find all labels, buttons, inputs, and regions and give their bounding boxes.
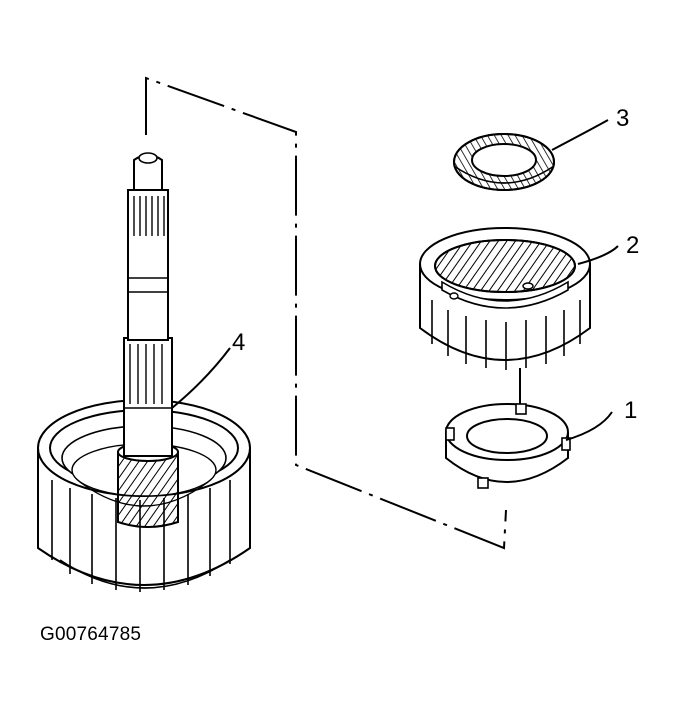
ring-gear-splines	[431, 300, 581, 370]
callout-2: 2	[626, 232, 639, 259]
leader-line-4	[171, 347, 231, 409]
input-shaft-assembly	[37, 152, 251, 592]
leader-line-2	[577, 245, 619, 265]
thrust-bearing	[453, 133, 555, 191]
shaft-splines-lower	[129, 344, 163, 404]
shaft-splines-upper	[133, 196, 165, 236]
washer-tabs	[445, 403, 571, 489]
figure-code: G00764785	[40, 624, 142, 645]
callout-3: 3	[616, 105, 629, 132]
callout-4: 4	[232, 329, 245, 356]
leader-line-1	[565, 411, 613, 441]
leader-line-3	[551, 119, 609, 151]
callout-1: 1	[624, 397, 637, 424]
leader-lines	[171, 119, 619, 441]
thrust-washer	[445, 403, 571, 489]
ring-gear	[419, 227, 591, 370]
